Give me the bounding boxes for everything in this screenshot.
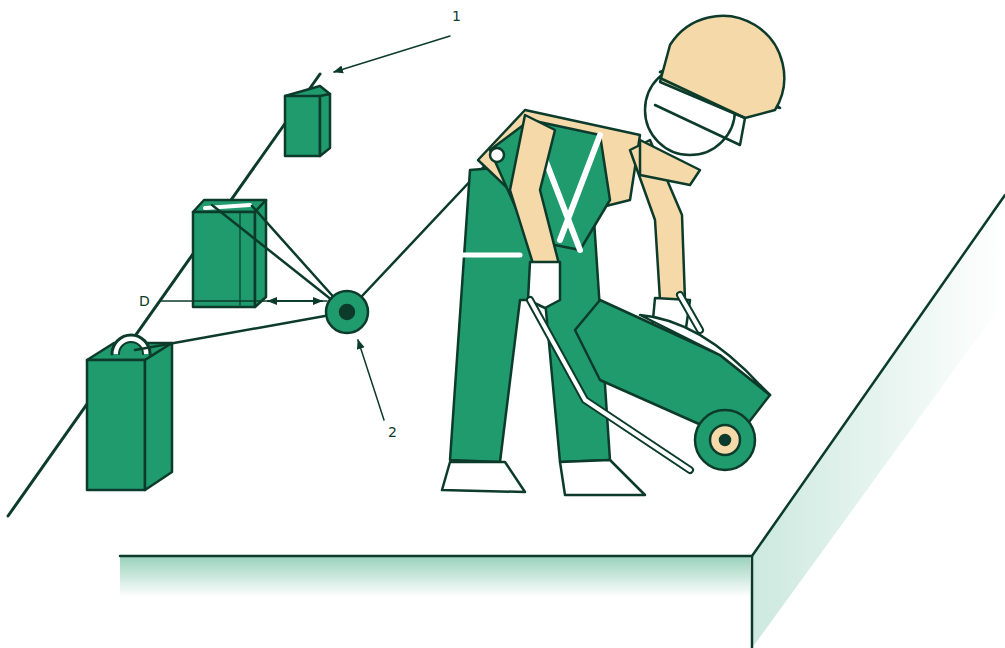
callout-label: D [137,293,152,309]
callout-label: 2 [386,424,399,440]
callout-label: 1 [450,8,463,24]
